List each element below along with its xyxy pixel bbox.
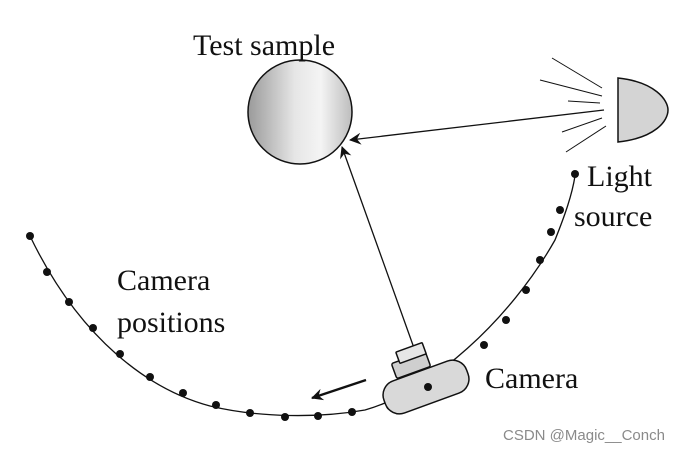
camera-view-arrow (340, 146, 415, 349)
camera-position-dot (43, 268, 51, 276)
light-ray-arrow (349, 109, 605, 145)
camera-position-dot (212, 401, 220, 409)
camera-position-dot (502, 316, 510, 324)
camera-position-dot (536, 256, 544, 264)
camera-position-dot (281, 413, 289, 421)
camera-positions-label-line2: positions (117, 306, 225, 339)
arrow-left-icon (311, 378, 367, 401)
test-sample-label: Test sample (193, 29, 335, 62)
camera-position-dot (116, 350, 124, 358)
camera-position-dot (556, 206, 564, 214)
camera-position-dot (314, 412, 322, 420)
camera-position-dot (522, 286, 530, 294)
light-source-label-line1: Light (587, 160, 653, 193)
camera-position-dot (348, 408, 356, 416)
light-source-label-line2: source (574, 200, 652, 233)
watermark: CSDN @Magic__Conch (503, 427, 665, 444)
camera-position-dot (246, 409, 254, 417)
camera-position-dot (480, 341, 488, 349)
camera-positions-label-line1: Camera (117, 264, 210, 297)
camera-label: Camera (485, 362, 578, 395)
camera-position-dot (146, 373, 154, 381)
camera-position-dot (65, 298, 73, 306)
camera-position-dot (547, 228, 555, 236)
lamp-icon (539, 57, 669, 153)
camera-position-dot (26, 232, 34, 240)
camera-position-dot (571, 170, 579, 178)
camera-position-dot (179, 389, 187, 397)
test-sample-sphere (247, 59, 353, 165)
camera-position-dot (89, 324, 97, 332)
camera-icon (382, 342, 470, 415)
